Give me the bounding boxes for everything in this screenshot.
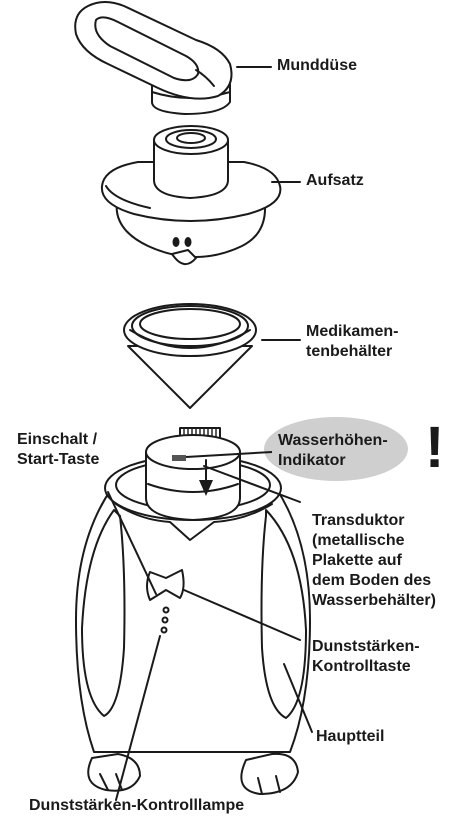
label-dunststaerken-kontrolllampe: Dunststärken-Kontrolllampe [29,796,244,816]
label-mundduese: Munddüse [277,56,357,76]
label-hauptteil: Hauptteil [316,727,384,747]
exclamation-icon: ! [425,418,444,478]
label-aufsatz: Aufsatz [306,171,364,191]
label-wasserhoehen-indikator: Wasserhöhen- Indikator [278,431,388,471]
label-transduktor: Transduktor (metallische Plakette auf de… [312,511,436,611]
label-medikamentenbehaelter: Medikamen- tenbehälter [306,322,398,362]
label-einschalt-start: Einschalt / Start-Taste [17,430,99,470]
label-dunststaerken-kontrolltaste: Dunststärken- Kontrolltaste [312,637,420,677]
